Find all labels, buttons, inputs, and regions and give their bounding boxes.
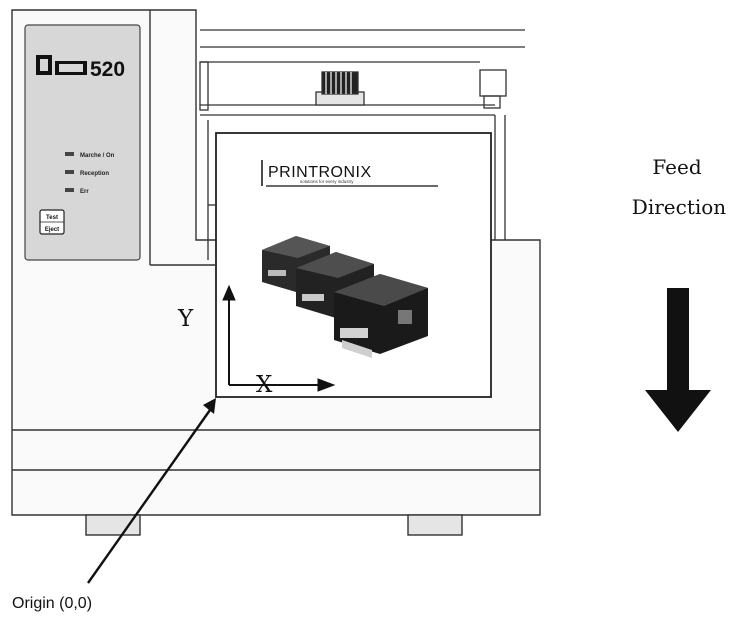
button-label-test: Test xyxy=(46,215,58,221)
feed-direction-line1: Feed xyxy=(652,155,701,179)
indicator-label-reception: Reception xyxy=(80,171,109,177)
indicator-led-err: Err xyxy=(65,188,89,195)
control-panel: 520 Marche / On Reception Err Test Eject xyxy=(24,24,141,261)
y-axis-label: Y xyxy=(177,306,194,332)
indicator-led-reception: Reception xyxy=(65,170,109,177)
feed-direction-arrow-icon xyxy=(645,288,711,432)
button-label-eject: Eject xyxy=(45,227,59,233)
printer-product-icon xyxy=(262,236,428,358)
origin-pointer-arrow xyxy=(87,398,216,584)
coordinate-axes xyxy=(222,284,336,392)
indicator-label-err: Err xyxy=(80,189,89,195)
feed-direction-line2: Direction xyxy=(632,195,727,219)
gear-icon xyxy=(315,71,365,106)
x-axis-label: X xyxy=(256,372,273,398)
model-number: 520 xyxy=(90,58,125,81)
label-tagline: solutions for every industry xyxy=(300,179,354,184)
print-mechanism xyxy=(199,29,525,260)
test-eject-button[interactable]: Test Eject xyxy=(39,209,65,235)
label-brand: PRINTRONIX xyxy=(268,164,372,181)
printer-logo-icon xyxy=(36,55,87,75)
printed-label: PRINTRONIX solutions for every industry xyxy=(215,132,492,398)
indicator-label-on: Marche / On xyxy=(80,153,115,159)
indicator-led-on: Marche / On xyxy=(65,152,115,159)
origin-label: Origin (0,0) xyxy=(12,595,92,612)
